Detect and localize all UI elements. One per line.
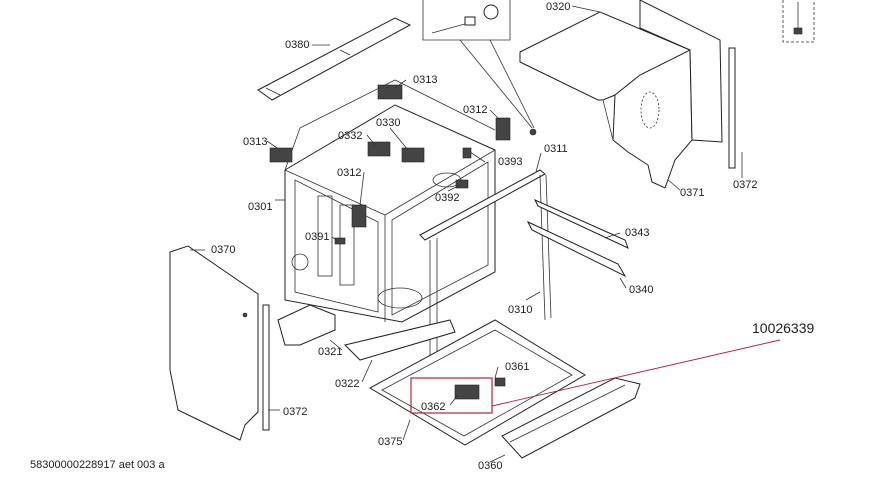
label-0370: 0370: [211, 244, 235, 256]
highlight-part-number: 10026339: [752, 320, 815, 336]
label-0371: 0371: [680, 187, 704, 199]
part-0361: [494, 377, 506, 387]
label-0321: 0321: [318, 346, 342, 358]
label-0322: 0322: [335, 378, 359, 390]
part-0311-seal-top: [419, 169, 546, 241]
detail-inset: [422, 0, 535, 129]
label-0380: 0380: [285, 39, 309, 51]
part-0372-strip-right: [728, 47, 736, 169]
leader-lines: [190, 5, 743, 463]
label-0312-right: 0312: [463, 104, 487, 116]
part-0372-strip-left: [262, 304, 270, 431]
label-0361: 0361: [505, 361, 529, 373]
label-0313-top: 0313: [413, 74, 437, 86]
part-0370-side-panel: [169, 245, 259, 441]
highlight-callout-line: [491, 339, 781, 407]
label-0312-left: 0312: [337, 167, 361, 179]
label-0392: 0392: [435, 192, 459, 204]
document-code: 58300000228917 aet 003 a: [30, 459, 165, 471]
part-0340-rail: [526, 220, 627, 278]
part-0301-tub: [284, 79, 496, 323]
label-0320: 0320: [546, 1, 570, 13]
highlight-box-0362: [410, 377, 493, 414]
label-0391: 0391: [305, 231, 329, 243]
label-0362: 0362: [421, 401, 445, 413]
label-0310: 0310: [508, 304, 532, 316]
label-0393: 0393: [498, 156, 522, 168]
part-0312-screw: [529, 128, 537, 136]
part-0330: [401, 147, 425, 163]
label-0330: 0330: [376, 117, 400, 129]
part-0312-hinge-left: [351, 204, 367, 228]
part-0362-sensor: [454, 384, 480, 400]
label-0343: 0343: [625, 227, 649, 239]
label-0311: 0311: [544, 143, 568, 155]
part-0343-rail: [533, 198, 629, 249]
label-0375: 0375: [378, 436, 402, 448]
part-0313-bracket-top: [377, 84, 403, 100]
label-0372-right: 0372: [733, 179, 757, 191]
part-0380-plate: [257, 17, 412, 101]
label-0332: 0332: [338, 130, 362, 142]
part-0320-cover: [519, 0, 723, 189]
label-0360: 0360: [478, 460, 502, 472]
part-0392: [455, 179, 469, 189]
label-0301: 0301: [248, 201, 272, 213]
label-0372-left: 0372: [283, 406, 307, 418]
label-0340: 0340: [629, 284, 653, 296]
part-0321-base: [277, 304, 336, 346]
part-0360-plinth: [501, 377, 641, 459]
part-0322-base: [344, 319, 456, 361]
label-0313-left: 0313: [243, 136, 267, 148]
part-0313-bracket-left: [269, 147, 293, 163]
part-0391: [334, 237, 346, 245]
dashed-inset: [782, 0, 815, 43]
part-0393: [462, 147, 472, 159]
part-0332: [367, 141, 391, 157]
part-0312-hinge-right: [495, 117, 511, 141]
